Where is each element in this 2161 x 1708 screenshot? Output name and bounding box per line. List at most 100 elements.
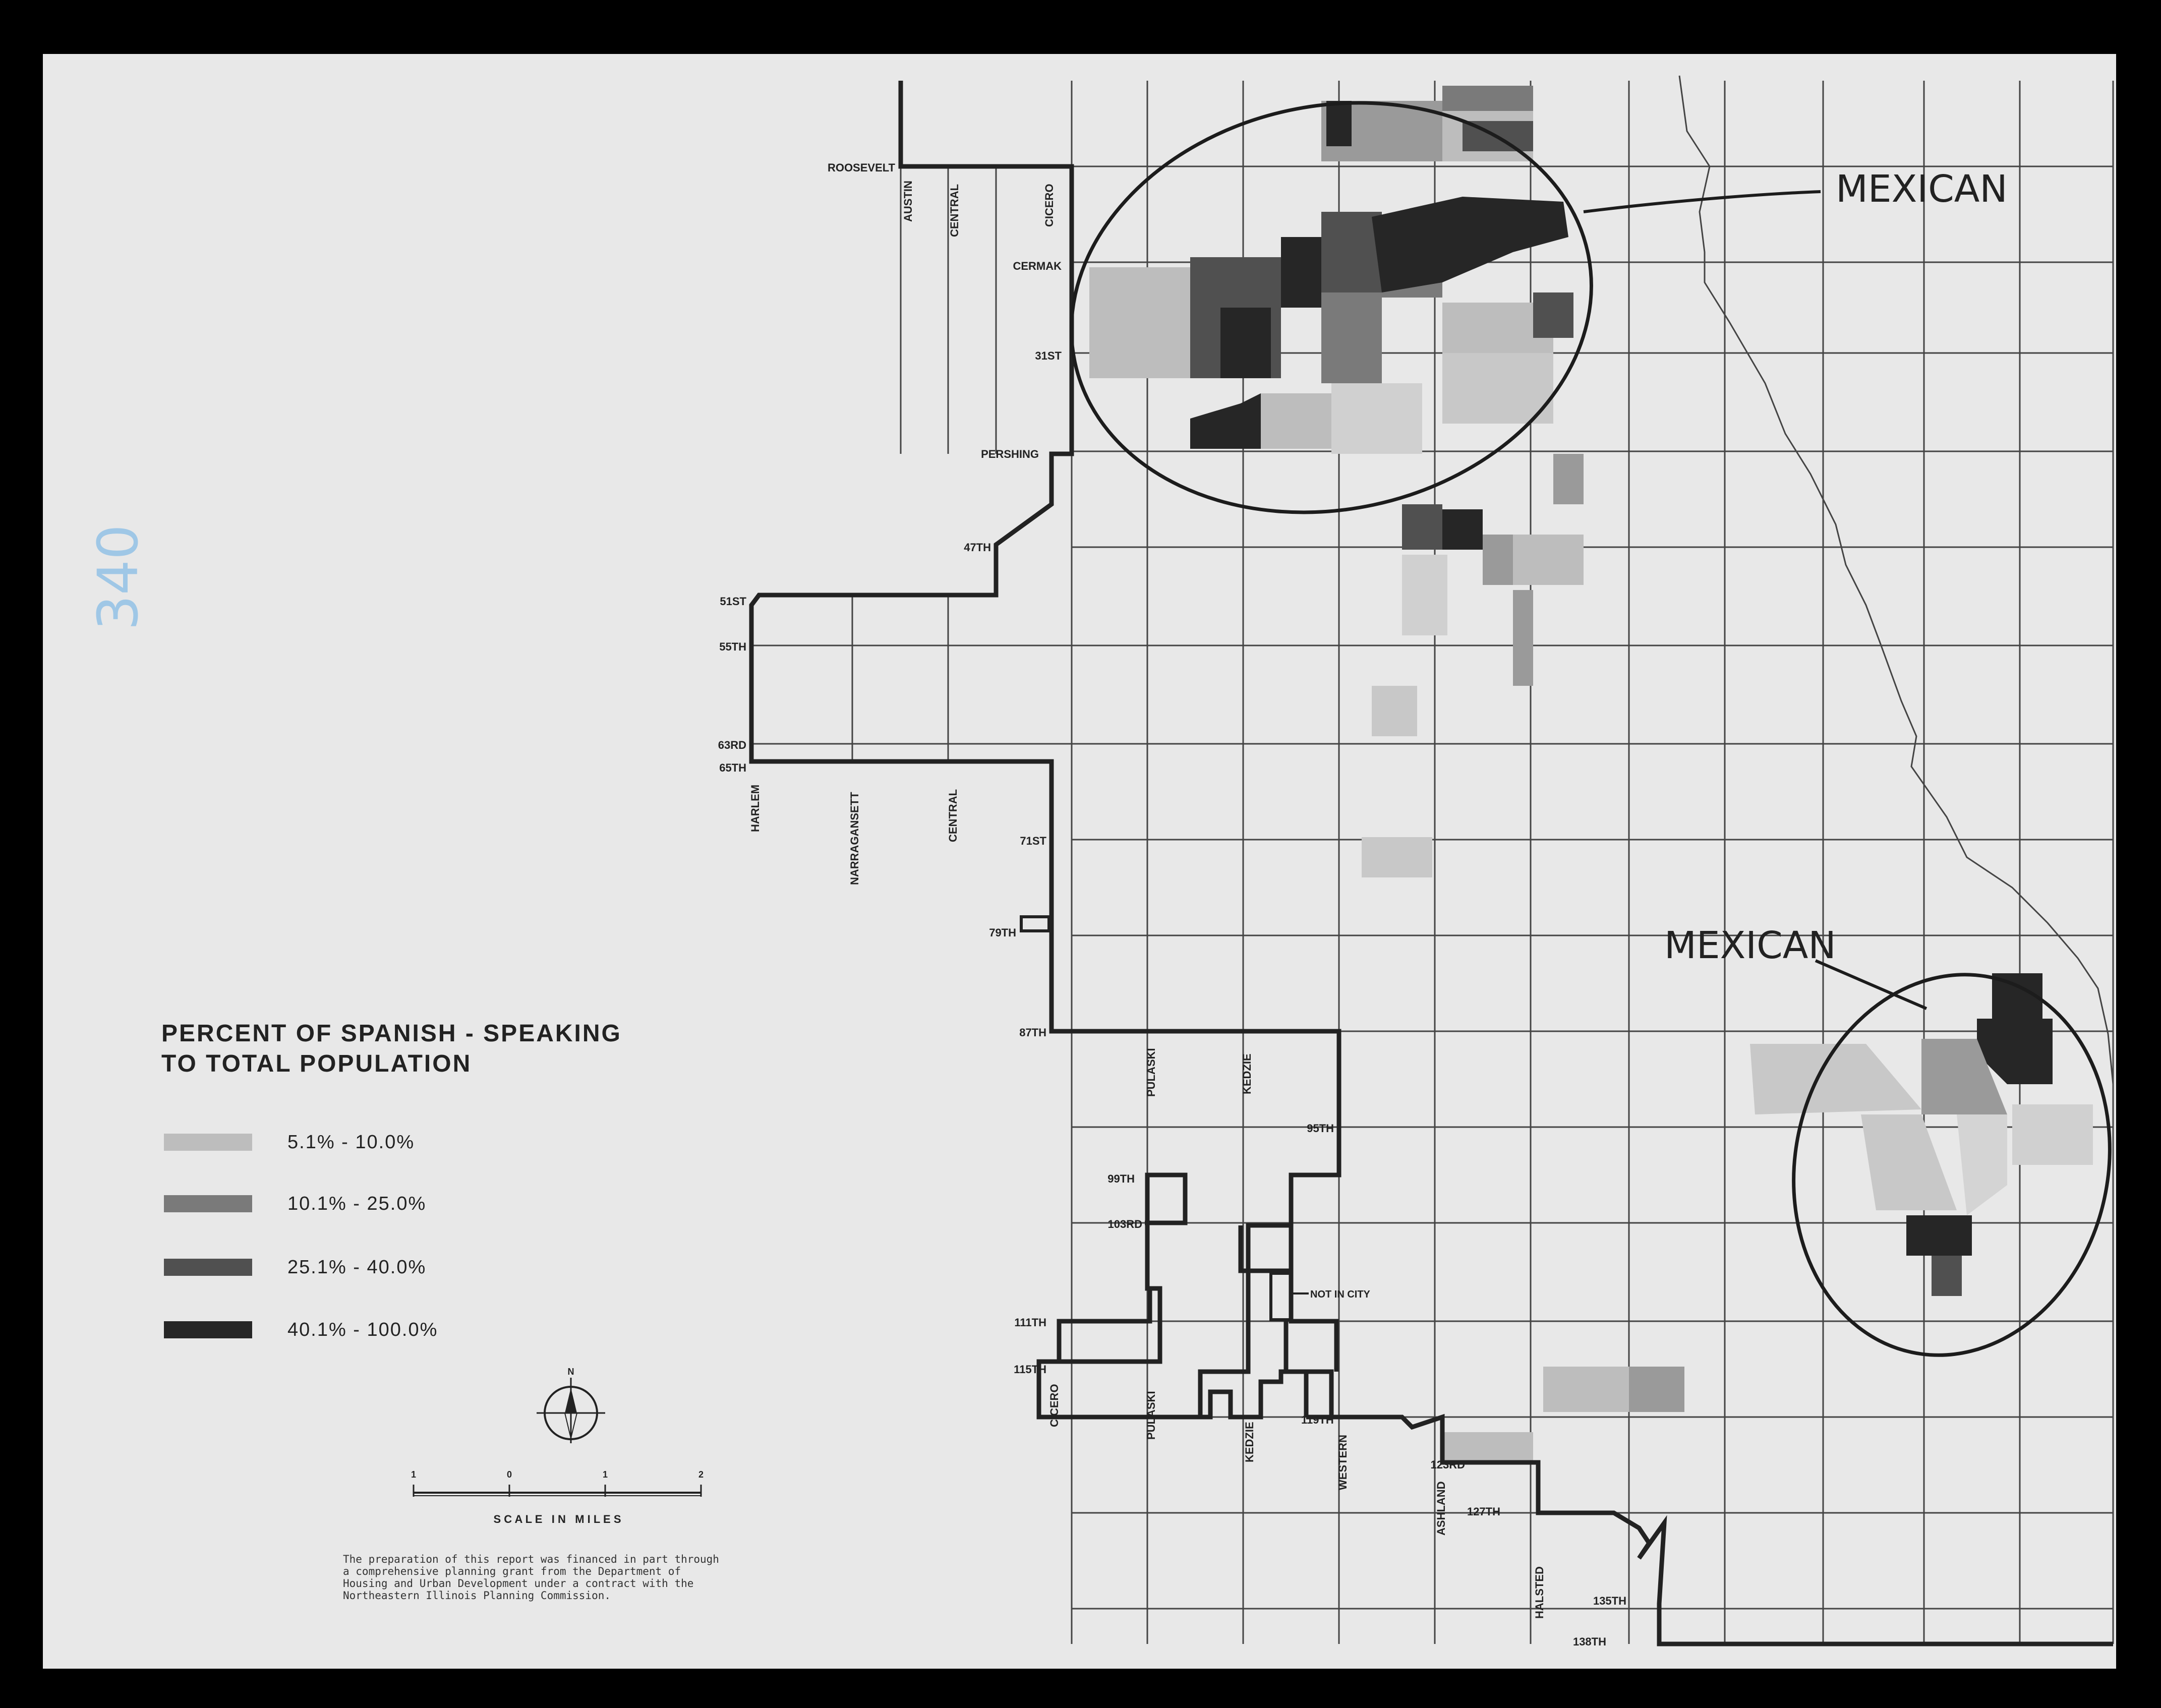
street-label: HARLEM: [749, 785, 762, 832]
tract: [1513, 535, 1584, 585]
street-label: KEDZIE: [1241, 1053, 1253, 1094]
annotation-circle-south: [1792, 973, 2112, 1357]
scale-tick-label: 1: [411, 1469, 416, 1480]
tract: [1629, 1367, 1684, 1412]
tract: [1402, 504, 1442, 550]
street-label: NARRAGANSETT: [848, 792, 861, 885]
street-label: 115TH: [1014, 1363, 1046, 1376]
tract: [1932, 1256, 1962, 1296]
compass-north-letter: N: [568, 1367, 574, 1377]
lake-shoreline: [1678, 75, 2114, 1085]
street-label: 95TH: [1307, 1122, 1334, 1135]
legend-range: 40.1% - 100.0%: [287, 1319, 438, 1340]
street-label: 138TH: [1573, 1635, 1606, 1648]
street-label: 123RD: [1431, 1458, 1465, 1471]
street-label: 127TH: [1467, 1505, 1500, 1518]
tract: [1372, 197, 1568, 292]
tract-shading: [1089, 86, 2093, 1462]
scale-tick-label: 0: [507, 1469, 512, 1480]
street-label: CENTRAL: [948, 184, 961, 237]
tract: [1483, 535, 1513, 585]
street-label: 51ST: [720, 595, 746, 608]
credit-line: The preparation of this report was finan…: [343, 1553, 719, 1565]
tract: [1261, 393, 1336, 449]
annotation-pointer-south: [1815, 959, 1928, 1010]
street-label: KEDZIE: [1243, 1422, 1256, 1462]
tract: [1362, 837, 1432, 877]
street-label: HALSTED: [1533, 1566, 1546, 1619]
street-label: CICERO: [1048, 1384, 1061, 1427]
street-label: AUSTIN: [902, 181, 914, 222]
tract: [1921, 1039, 2007, 1114]
street-label: 111TH: [1014, 1316, 1046, 1329]
map-sheet: [43, 54, 2116, 1669]
credit-line: Housing and Urban Development under a co…: [343, 1577, 694, 1589]
not-in-city-box: [1269, 1272, 1293, 1321]
street-label: 31ST: [1035, 349, 1062, 362]
tract: [2012, 1104, 2093, 1165]
archive-stamp: 340: [86, 524, 150, 630]
funding-credit: The preparation of this report was finan…: [343, 1553, 797, 1602]
tract: [1750, 1044, 1921, 1114]
annotation-circle-north: [1070, 101, 1593, 514]
compass-rose: N: [537, 1367, 605, 1443]
legend-title-line1: PERCENT OF SPANISH - SPEAKING: [161, 1020, 622, 1047]
credit-line: Northeastern Illinois Planning Commissio…: [343, 1589, 611, 1602]
street-label: ROOSEVELT: [828, 161, 896, 174]
not-in-city-label: NOT IN CITY: [1310, 1289, 1371, 1300]
legend-range: 10.1% - 25.0%: [287, 1193, 427, 1214]
street-label: ASHLAND: [1435, 1481, 1447, 1536]
city-boundary: [749, 81, 2113, 1646]
scale-tick-label: 1: [603, 1469, 608, 1480]
enclave-79th: [1020, 915, 1050, 932]
scale-tick-label: 2: [698, 1469, 704, 1480]
street-label: PULASKI: [1145, 1391, 1157, 1440]
tract: [1906, 1215, 1972, 1256]
tract: [1861, 1114, 1957, 1210]
tract: [1442, 509, 1483, 550]
scale-bar: 1 0 1 2 S C A L E I N M I L E S: [411, 1469, 704, 1525]
tract: [1957, 1114, 2007, 1215]
tract: [1977, 1019, 2053, 1084]
legend-swatch: [164, 1259, 252, 1276]
tract: [1442, 86, 1533, 111]
legend-range: 5.1% - 10.0%: [287, 1131, 415, 1153]
tract: [1190, 393, 1261, 449]
annotation-north-label: MEXICAN: [1836, 167, 2008, 211]
street-label: CICERO: [1043, 184, 1056, 227]
legend-item: 10.1% - 25.0%: [164, 1189, 426, 1219]
legend-item: 40.1% - 100.0%: [164, 1315, 438, 1345]
street-label: 65TH: [719, 761, 746, 774]
scale-caption: S C A L E I N M I L E S: [493, 1513, 621, 1525]
street-label: 79TH: [989, 926, 1016, 939]
street-label: 63RD: [718, 739, 746, 751]
tract: [1402, 555, 1447, 635]
tract: [1553, 454, 1584, 504]
legend-swatch: [164, 1321, 252, 1338]
legend-swatch: [164, 1134, 252, 1151]
legend-range: 25.1% - 40.0%: [287, 1256, 427, 1278]
street-label: 99TH: [1107, 1172, 1135, 1185]
street-label: 119TH: [1301, 1413, 1334, 1426]
tract: [1331, 383, 1422, 454]
tract: [1089, 267, 1190, 378]
tract: [1220, 308, 1271, 378]
tract: [1513, 590, 1533, 686]
legend-swatch: [164, 1195, 252, 1212]
street-label: 103RD: [1108, 1218, 1142, 1230]
tract: [1442, 353, 1553, 424]
annotation-pointer-north: [1583, 190, 1821, 213]
tract: [1326, 101, 1352, 146]
street-label: WESTERN: [1336, 1435, 1349, 1490]
tract: [1543, 1367, 1629, 1412]
street-label: 55TH: [719, 640, 746, 653]
annotation-south-label: MEXICAN: [1664, 924, 1836, 967]
street-label: 135TH: [1593, 1595, 1626, 1607]
tract: [1321, 212, 1382, 292]
vertical-street-labels: AUSTIN CENTRAL CICERO HARLEM NARRAGANSET…: [749, 181, 1546, 1619]
city-boundary-west: [1036, 1288, 1306, 1420]
credit-line: a comprehensive planning grant from the …: [343, 1565, 681, 1577]
legend-item: 5.1% - 10.0%: [164, 1127, 415, 1157]
street-label: 47TH: [964, 541, 991, 554]
